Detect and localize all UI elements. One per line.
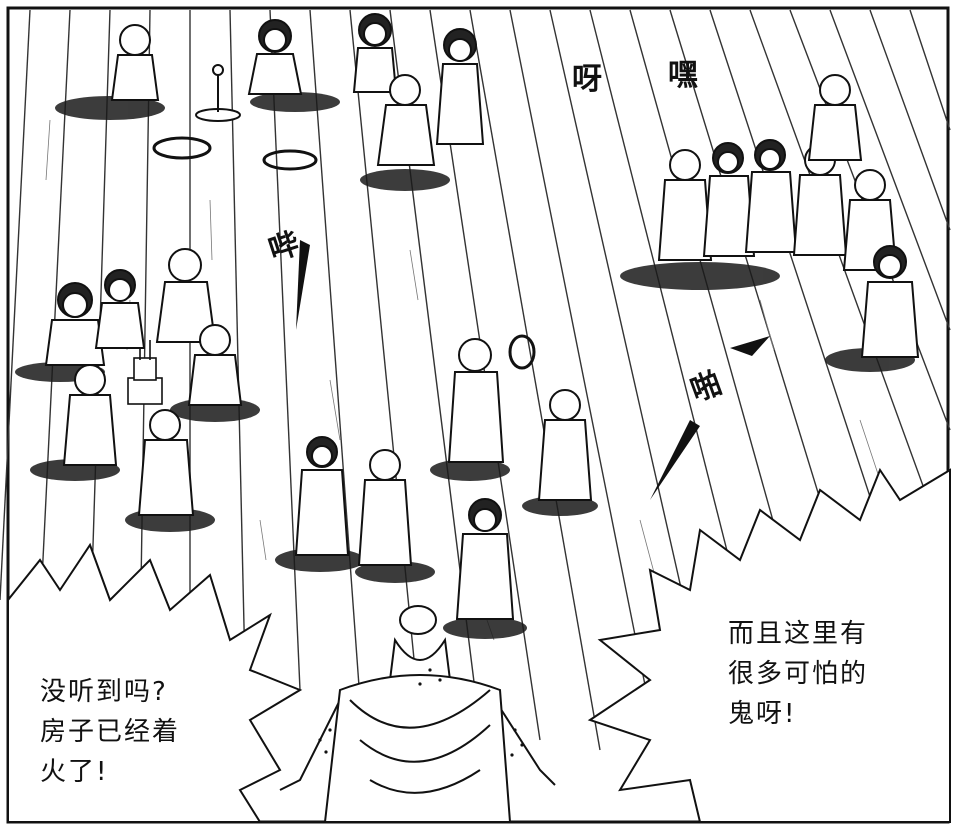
shadows bbox=[15, 92, 915, 639]
child-right-7 bbox=[860, 245, 920, 358]
child-left-4 bbox=[187, 324, 243, 406]
right-caption-line: 很多可怕的 bbox=[728, 659, 869, 689]
right-caption: 而且这里有 很多可怕的 鬼呀! bbox=[728, 614, 868, 734]
right-caption-line: 而且这里有 bbox=[728, 619, 869, 649]
child-right-1 bbox=[657, 149, 713, 261]
child-mid-4 bbox=[537, 389, 593, 501]
left-burst bbox=[7, 542, 303, 823]
child-left-5 bbox=[62, 364, 118, 466]
child-right-6 bbox=[807, 74, 863, 161]
sound-effect-hei: 嘿 bbox=[668, 58, 698, 93]
child-right-3 bbox=[744, 139, 798, 253]
left-caption: 没听到吗? 房子已经着 火了! bbox=[40, 672, 180, 792]
left-caption-line: 火了! bbox=[40, 757, 109, 787]
child-mid-5 bbox=[455, 498, 515, 620]
children bbox=[44, 13, 920, 620]
child-top-5 bbox=[435, 28, 485, 145]
child-left-1 bbox=[44, 282, 106, 366]
father-figure bbox=[279, 605, 556, 823]
sound-effect-ya: 呀 bbox=[572, 62, 602, 97]
child-left-2 bbox=[94, 269, 146, 349]
child-left-6 bbox=[137, 409, 195, 516]
child-right-2 bbox=[702, 142, 756, 257]
child-top-2 bbox=[247, 19, 303, 95]
left-caption-line: 没听到吗? bbox=[40, 677, 168, 707]
right-burst bbox=[587, 467, 951, 823]
child-top-3 bbox=[352, 13, 398, 93]
motion-streaks bbox=[296, 240, 770, 500]
block-tower bbox=[127, 340, 163, 405]
child-mid-2 bbox=[357, 449, 413, 566]
dotted-sleeves bbox=[318, 668, 524, 757]
left-caption-line: 房子已经着 bbox=[40, 717, 181, 747]
peg-toy bbox=[195, 64, 241, 122]
hoops bbox=[152, 136, 536, 370]
right-caption-line: 鬼呀! bbox=[728, 699, 797, 729]
child-top-1 bbox=[110, 24, 160, 101]
child-mid-1 bbox=[294, 436, 350, 556]
child-mid-3 bbox=[447, 338, 505, 463]
child-top-4 bbox=[376, 74, 436, 166]
